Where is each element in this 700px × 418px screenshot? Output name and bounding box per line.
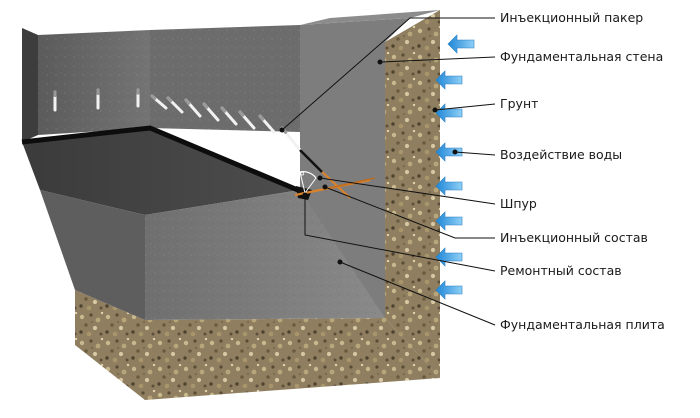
packer-cap [202, 102, 209, 109]
gravel-base-left [75, 290, 145, 400]
dot-water [452, 149, 458, 155]
water-arrow-icon [447, 34, 475, 54]
leader-injection [324, 186, 495, 239]
label-soil: Грунт [500, 96, 539, 111]
label-repair: Ремонтный состав [500, 263, 622, 278]
leader-hole [319, 177, 496, 205]
angle-ray-2 [304, 177, 317, 194]
dot-wall [377, 59, 383, 65]
dot-injection [322, 184, 328, 190]
label-slab: Фундаментальная плита [500, 317, 665, 332]
foundation-wall-top [300, 10, 440, 25]
water-arrow-icon [435, 280, 463, 300]
label-hole: Шпур [500, 196, 537, 211]
leader-lines [281, 17, 496, 326]
packer-cap [166, 96, 173, 103]
leader-dots [279, 59, 458, 265]
gravel-base [145, 318, 440, 400]
soil-strip [385, 10, 440, 378]
slab-top [22, 128, 300, 215]
packer-cap [258, 114, 265, 121]
angle-ray-1 [299, 171, 306, 194]
water-arrow-icon [435, 70, 463, 90]
label-wall: Фундаментальная стена [500, 49, 664, 64]
slab-texture [145, 190, 385, 320]
injection-packers [53, 88, 323, 173]
joint-seam [21, 125, 306, 196]
water-arrow-icon [435, 142, 463, 162]
packer-cap [150, 94, 157, 100]
angle-arc [299, 171, 317, 179]
water-arrow-icon [435, 103, 463, 123]
water-arrow-icon [435, 211, 463, 231]
dot-packer [279, 127, 285, 133]
packer-cap [238, 110, 245, 117]
water-arrow-icon [435, 176, 463, 196]
leader-repair [304, 195, 496, 272]
label-injection: Инъекционный состав [500, 230, 648, 245]
packer-body [299, 149, 323, 173]
slab-left [40, 190, 145, 320]
label-packer: Инъекционный пакер [500, 10, 644, 25]
leader-soil [434, 103, 496, 111]
leader-packer [281, 17, 495, 131]
dot-soil [432, 107, 438, 113]
dot-repair [302, 192, 308, 198]
angle-label: 45° [284, 170, 306, 184]
wall-texture [38, 25, 300, 135]
packer-cap [184, 98, 191, 105]
leader-water [454, 151, 496, 156]
dot-slab [337, 259, 343, 265]
dot-hole [317, 175, 323, 181]
label-water: Воздействие воды [500, 147, 623, 162]
wall-left-edge [22, 28, 38, 142]
water-arrows [435, 34, 475, 300]
leader-slab [339, 261, 496, 326]
leader-wall [379, 56, 496, 63]
packer-cap [220, 106, 227, 113]
